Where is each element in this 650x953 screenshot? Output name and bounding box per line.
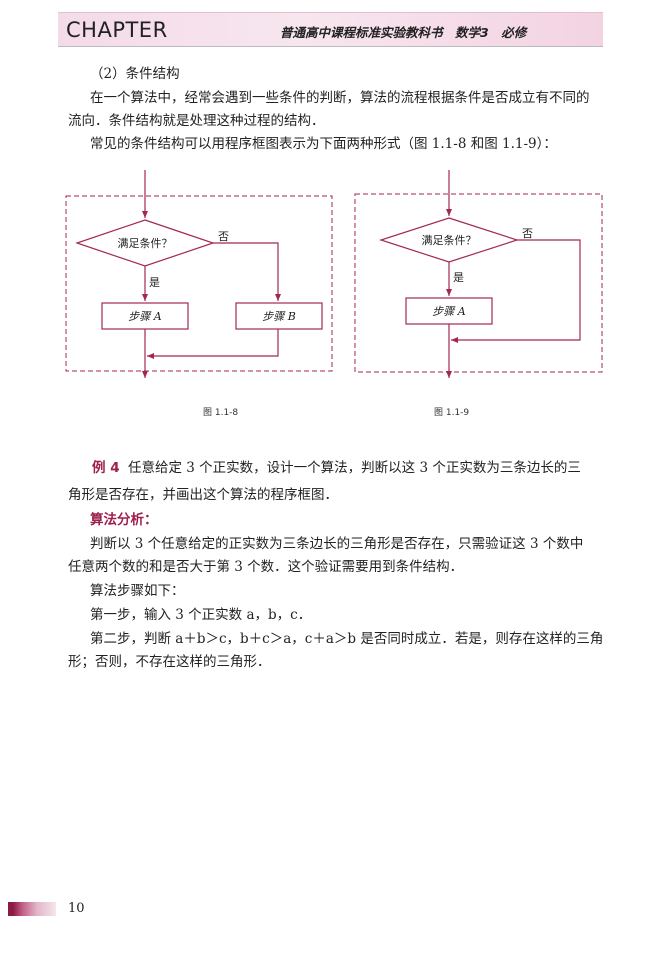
step-b-box (235, 302, 323, 330)
example-line-1: 任意给定 3 个正实数，设计一个算法，判断以这 3 个正实数为三条边长的三 (128, 460, 581, 476)
steps-intro: 算法步骤如下： (90, 583, 185, 599)
analysis-heading: 算法分析： (90, 512, 158, 528)
paragraph-1-line-2: 流向．条件结构就是处理这种过程的结构． (68, 113, 325, 129)
page-header: CHAPTER 普通高中课程标准实验教科书 数学3 必修 (0, 0, 650, 48)
dashed-boundary (354, 193, 603, 373)
paragraph-1-line-1: 在一个算法中，经常会遇到一些条件的判断，算法的流程根据条件是否成立有不同的 (90, 90, 590, 106)
step-2-line-1: 第二步，判断 a＋b＞c，b＋c＞a，c＋a＞b 是否同时成立．若是，则存在这样… (90, 631, 604, 647)
merge-arrow (147, 329, 279, 359)
dashed-boundary (65, 195, 333, 372)
header-rule (58, 46, 603, 47)
no-arrow (213, 242, 281, 301)
book-title: 普通高中课程标准实验教科书 数学3 必修 (280, 25, 527, 40)
flowchart-figure-1-1-9: 满足条件？ 是 否 步骤 A (354, 170, 603, 378)
chapter-label: CHAPTER (66, 18, 168, 42)
flowchart-figure-1-1-8: 满足条件？ 是 否 步骤 A 步骤 B (65, 170, 333, 378)
yes-label: 是 (149, 276, 160, 289)
step-a-box (405, 297, 493, 325)
analysis-line-2: 任意两个数的和是否大于第 3 个数．这个验证需要用到条件结构． (68, 559, 464, 575)
no-bypass-arrow (451, 239, 581, 343)
header-band (58, 12, 603, 47)
page-number: 10 (68, 901, 85, 916)
step-a-label: 步骤 A (432, 305, 465, 318)
step-1: 第一步，输入 3 个正实数 a，b，c． (90, 607, 312, 623)
example-label: 例 4 (92, 460, 120, 476)
step-a-label: 步骤 A (128, 310, 161, 323)
condition-label: 满足条件？ (118, 236, 173, 250)
step-a-box (101, 302, 189, 330)
section-heading: （2）条件结构 (90, 66, 180, 82)
example-label-row: 例 4 (92, 458, 120, 478)
step-b-label: 步骤 B (262, 310, 296, 323)
analysis-line-1: 判断以 3 个任意给定的正实数为三条边长的三角形是否存在，只需验证这 3 个数中 (90, 536, 584, 552)
step-2-line-2: 形；否则，不存在这样的三角形． (68, 654, 271, 670)
paragraph-2: 常见的条件结构可以用程序框图表示为下面两种形式（图 1.1-8 和图 1.1-9… (90, 136, 557, 152)
figure-caption-1-1-9: 图 1.1-9 (434, 408, 470, 418)
condition-label: 满足条件？ (422, 233, 477, 247)
yes-label: 是 (453, 271, 464, 284)
no-label: 否 (218, 230, 229, 243)
no-label: 否 (522, 227, 533, 240)
footer-accent-bar (8, 902, 56, 916)
figure-caption-1-1-8: 图 1.1-8 (203, 408, 239, 418)
example-line-2: 角形是否存在，并画出这个算法的程序框图． (68, 487, 338, 503)
